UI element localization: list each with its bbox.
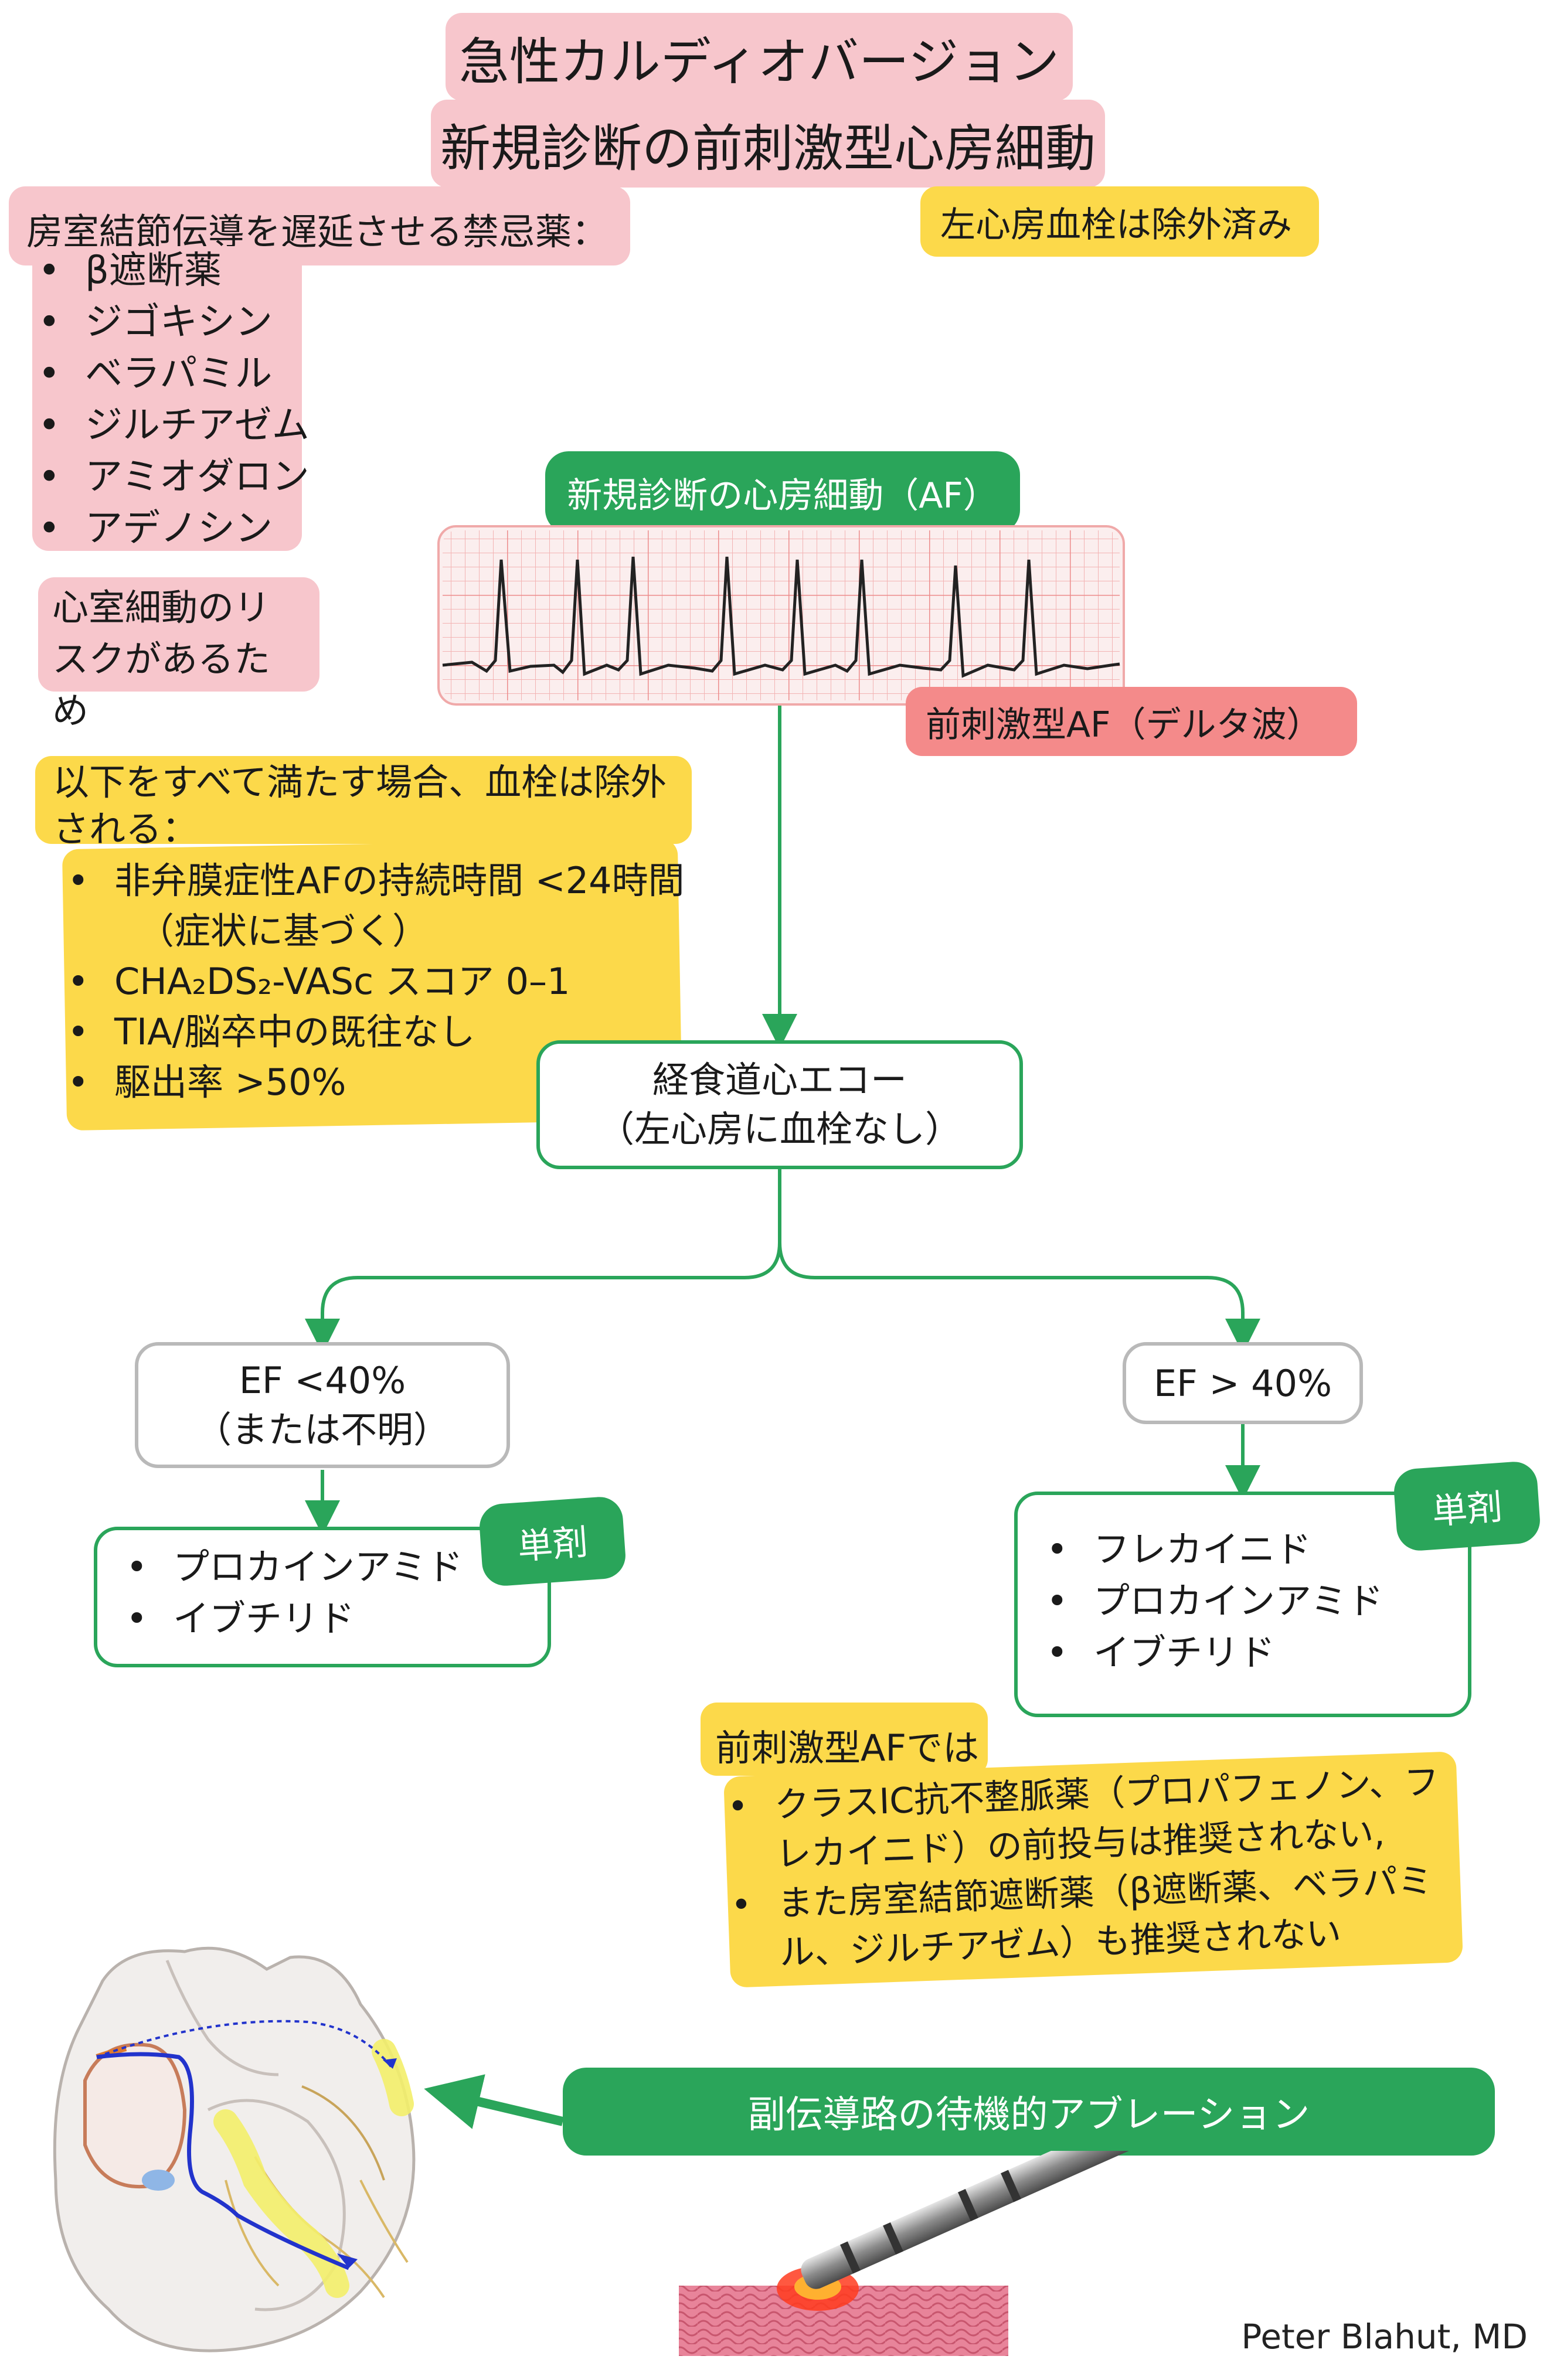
drug-item: イブチリド <box>126 1593 463 1644</box>
page-title: 急性カルディオバージョン <box>446 13 1073 101</box>
contraindicated-item: アデノシン <box>38 503 310 554</box>
contraindicated-item: β遮断薬 <box>38 245 310 297</box>
ablation-label: 副伝導路の待機的アブレーション <box>563 2068 1495 2156</box>
monotherapy-badge: 単剤 <box>478 1495 627 1588</box>
ef-high-box: EF > 40% <box>1123 1342 1363 1424</box>
ecg-strip <box>437 525 1125 706</box>
ablation-catheter-illustration <box>679 2151 1192 2356</box>
high-ef-drug-list: フレカイニド プロカインアミド イブチリド <box>1046 1524 1383 1678</box>
tee-title: 経食道心エコー <box>652 1058 907 1101</box>
criteria-item: CHA₂DS₂-VASc スコア 0–1 <box>67 956 685 1007</box>
heart-conduction-illustration <box>53 1946 416 2352</box>
criteria-item: 駆出率 >50% <box>67 1057 685 1108</box>
thrombus-criteria-bg <box>35 756 692 844</box>
ef-low-subtitle: （または不明） <box>195 1408 450 1451</box>
preexcited-note-list: クラスIC抗不整脈薬（プロパフェノン、フレカイニド）の前投与は推奨されない, ま… <box>727 1758 1449 1979</box>
criteria-item: 非弁膜症性AFの持続時間 <24時間（症状に基づく） <box>67 856 685 956</box>
drug-item: イブチリド <box>1046 1627 1383 1678</box>
preexcited-note-heading-bg <box>701 1703 988 1776</box>
drug-item: フレカイニド <box>1046 1524 1383 1575</box>
ef-high-title: EF > 40% <box>1153 1361 1332 1405</box>
criteria-sub-item: （症状に基づく） <box>138 910 429 952</box>
contraindicated-item: アミオダロン <box>38 451 310 503</box>
thrombus-criteria-list: 非弁膜症性AFの持続時間 <24時間（症状に基づく） CHA₂DS₂-VASc … <box>67 856 685 1108</box>
la-thrombus-excluded-tag: 左心房血栓は除外済み <box>920 186 1319 257</box>
contraindicated-reason: 心室細動のリスクがあるため <box>38 577 319 732</box>
drug-item: プロカインアミド <box>126 1541 463 1593</box>
author-credit: Peter Blahut, MD <box>1241 2317 1528 2357</box>
preexcited-note-heading: 前刺激型AFでは <box>715 1727 980 1769</box>
ef-low-title: EF <40% <box>239 1358 406 1402</box>
contraindicated-item: ベラパミル <box>38 348 310 400</box>
contraindicated-item: ジルチアゼム <box>38 400 310 451</box>
low-ef-drug-list: プロカインアミド イブチリド <box>126 1541 463 1644</box>
thrombus-criteria-heading: 以下をすべて満たす場合、血栓は除外される： <box>53 761 667 850</box>
contraindicated-list: β遮断薬 ジゴキシン ベラパミル ジルチアゼム アミオダロン アデノシン <box>38 245 310 554</box>
tee-subtitle: （左心房に血栓なし） <box>597 1108 961 1150</box>
monotherapy-badge: 単剤 <box>1392 1460 1542 1552</box>
tee-box: 経食道心エコー （左心房に血栓なし） <box>536 1040 1023 1169</box>
criteria-item: TIA/脳卒中の既往なし <box>67 1007 685 1057</box>
ef-low-box: EF <40% （または不明） <box>135 1342 510 1468</box>
preexcited-af-tag: 前刺激型AF（デルタ波） <box>906 687 1357 756</box>
drug-item: プロカインアミド <box>1046 1575 1383 1627</box>
contraindicated-item: ジゴキシン <box>38 297 310 348</box>
page-subtitle: 新規診断の前刺激型心房細動 <box>431 100 1105 188</box>
af-label-tag: 新規診断の心房細動（AF） <box>545 451 1020 533</box>
